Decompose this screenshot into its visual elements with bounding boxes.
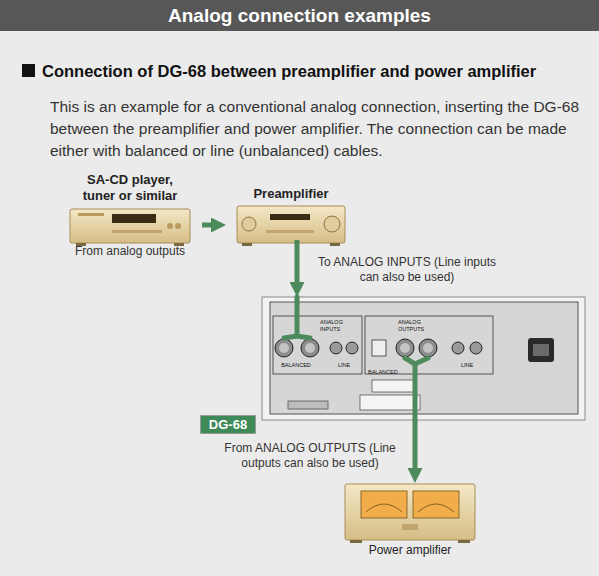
panel-text: ANALOG OUTPUTS — [398, 319, 448, 333]
description-paragraph: This is an example for a conventional an… — [50, 96, 587, 162]
device-note: Power amplifier — [340, 543, 480, 558]
cable-connector — [295, 240, 300, 282]
device-name: SA-CD player, tuner or similar — [75, 172, 185, 204]
connection-note: From ANALOG OUTPUTS (Line outputs can al… — [212, 441, 408, 471]
source-device: SA-CD player, tuner or similarFrom analo… — [58, 172, 202, 259]
connection-note: To ANALOG INPUTS (Line inputs can also b… — [312, 255, 502, 285]
header-title: Analog connection examples — [0, 0, 599, 31]
panel-text: BALANCED — [275, 362, 317, 369]
preamplifier-device: Preamplifier — [226, 186, 356, 240]
preamplifier-drawing — [237, 206, 345, 246]
device-name: Preamplifier — [226, 186, 356, 202]
panel-text: ANALOG INPUTS — [320, 319, 360, 333]
sacd-player-drawing — [70, 209, 190, 246]
cable-connector — [413, 420, 418, 468]
header-bar — [0, 0, 599, 31]
power-amplifier-drawing — [345, 484, 475, 543]
device-note: From analog outputs — [58, 244, 202, 259]
power-amplifier-device: Power amplifier — [340, 483, 480, 558]
dg68-rear-panel — [262, 297, 585, 420]
dg68-panel: DG-68 — [262, 297, 585, 420]
panel-text: BALANCED — [368, 369, 400, 376]
bullet-square — [22, 64, 35, 77]
panel-text: LINE — [330, 362, 358, 369]
cable-connector — [202, 223, 211, 228]
model-tag: DG-68 — [200, 415, 256, 434]
section-heading: Connection of DG-68 between preamplifier… — [42, 61, 590, 81]
panel-text: LINE — [452, 362, 482, 369]
header-title-slot: Analog connection examples — [0, 0, 599, 31]
